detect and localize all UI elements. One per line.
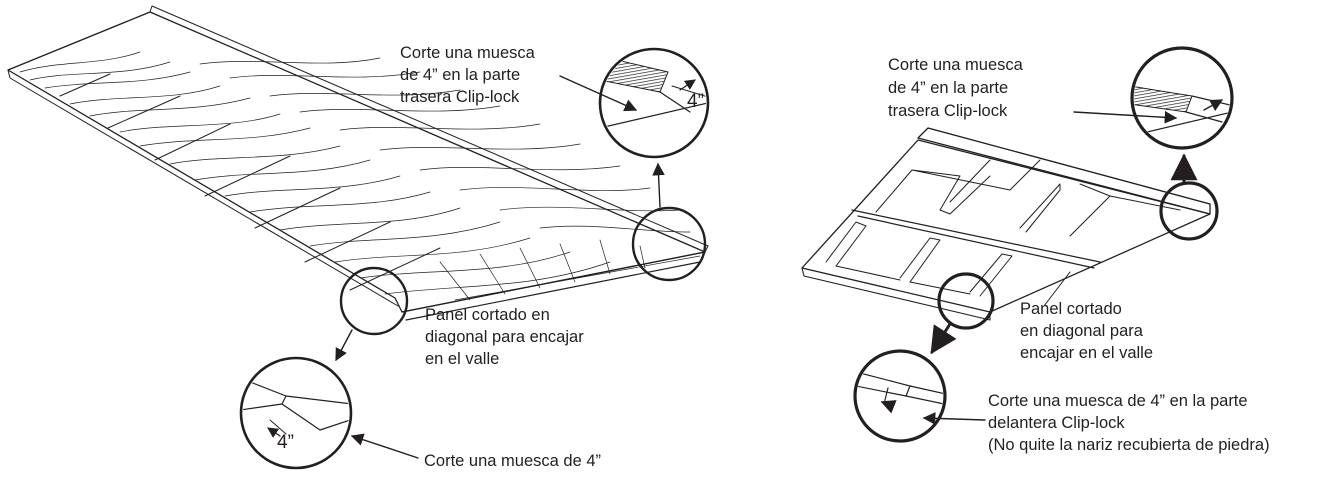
left-arrow-to-back-detail	[652, 162, 665, 208]
left-back-callout: Corte una muesca de 4” en la parte trase…	[400, 44, 539, 106]
left-arrow-notch-label	[350, 433, 419, 459]
right-back-notch-detail	[1130, 46, 1234, 150]
right-front-callout: Corte una muesca de 4” en la parte delan…	[988, 392, 1270, 454]
right-back-notch-marker	[1159, 181, 1219, 241]
left-arrow-to-front-detail	[335, 329, 353, 362]
left-stone-coated-panel	[7, 5, 709, 321]
right-arrow-to-front-detail	[930, 322, 957, 355]
right-flat-panel	[801, 127, 1211, 321]
right-arrow-front-label	[922, 412, 986, 425]
left-back-notch-marker	[631, 206, 707, 282]
left-front-notch-marker	[339, 266, 409, 336]
right-front-notch-detail	[853, 349, 947, 443]
left-arrow-back-label	[559, 75, 638, 112]
left-back-dimension: 4”	[687, 91, 704, 112]
right-diagonal-callout: Panel cortado en diagonal para encajar e…	[1020, 300, 1153, 362]
left-back-notch-detail: 4”	[598, 47, 710, 159]
left-diagonal-callout: Panel cortado en diagonal para encajar e…	[425, 306, 588, 368]
right-arrow-back-label	[1073, 111, 1178, 124]
left-notch-callout: Corte una muesca de 4”	[424, 452, 601, 470]
left-front-notch-detail: 4”	[239, 356, 353, 470]
left-front-dimension: 4”	[277, 432, 294, 453]
right-back-callout: Corte una muesca de 4” en la parte trase…	[888, 56, 1027, 120]
right-front-notch-marker	[937, 272, 995, 330]
panel-texture	[19, 51, 701, 301]
